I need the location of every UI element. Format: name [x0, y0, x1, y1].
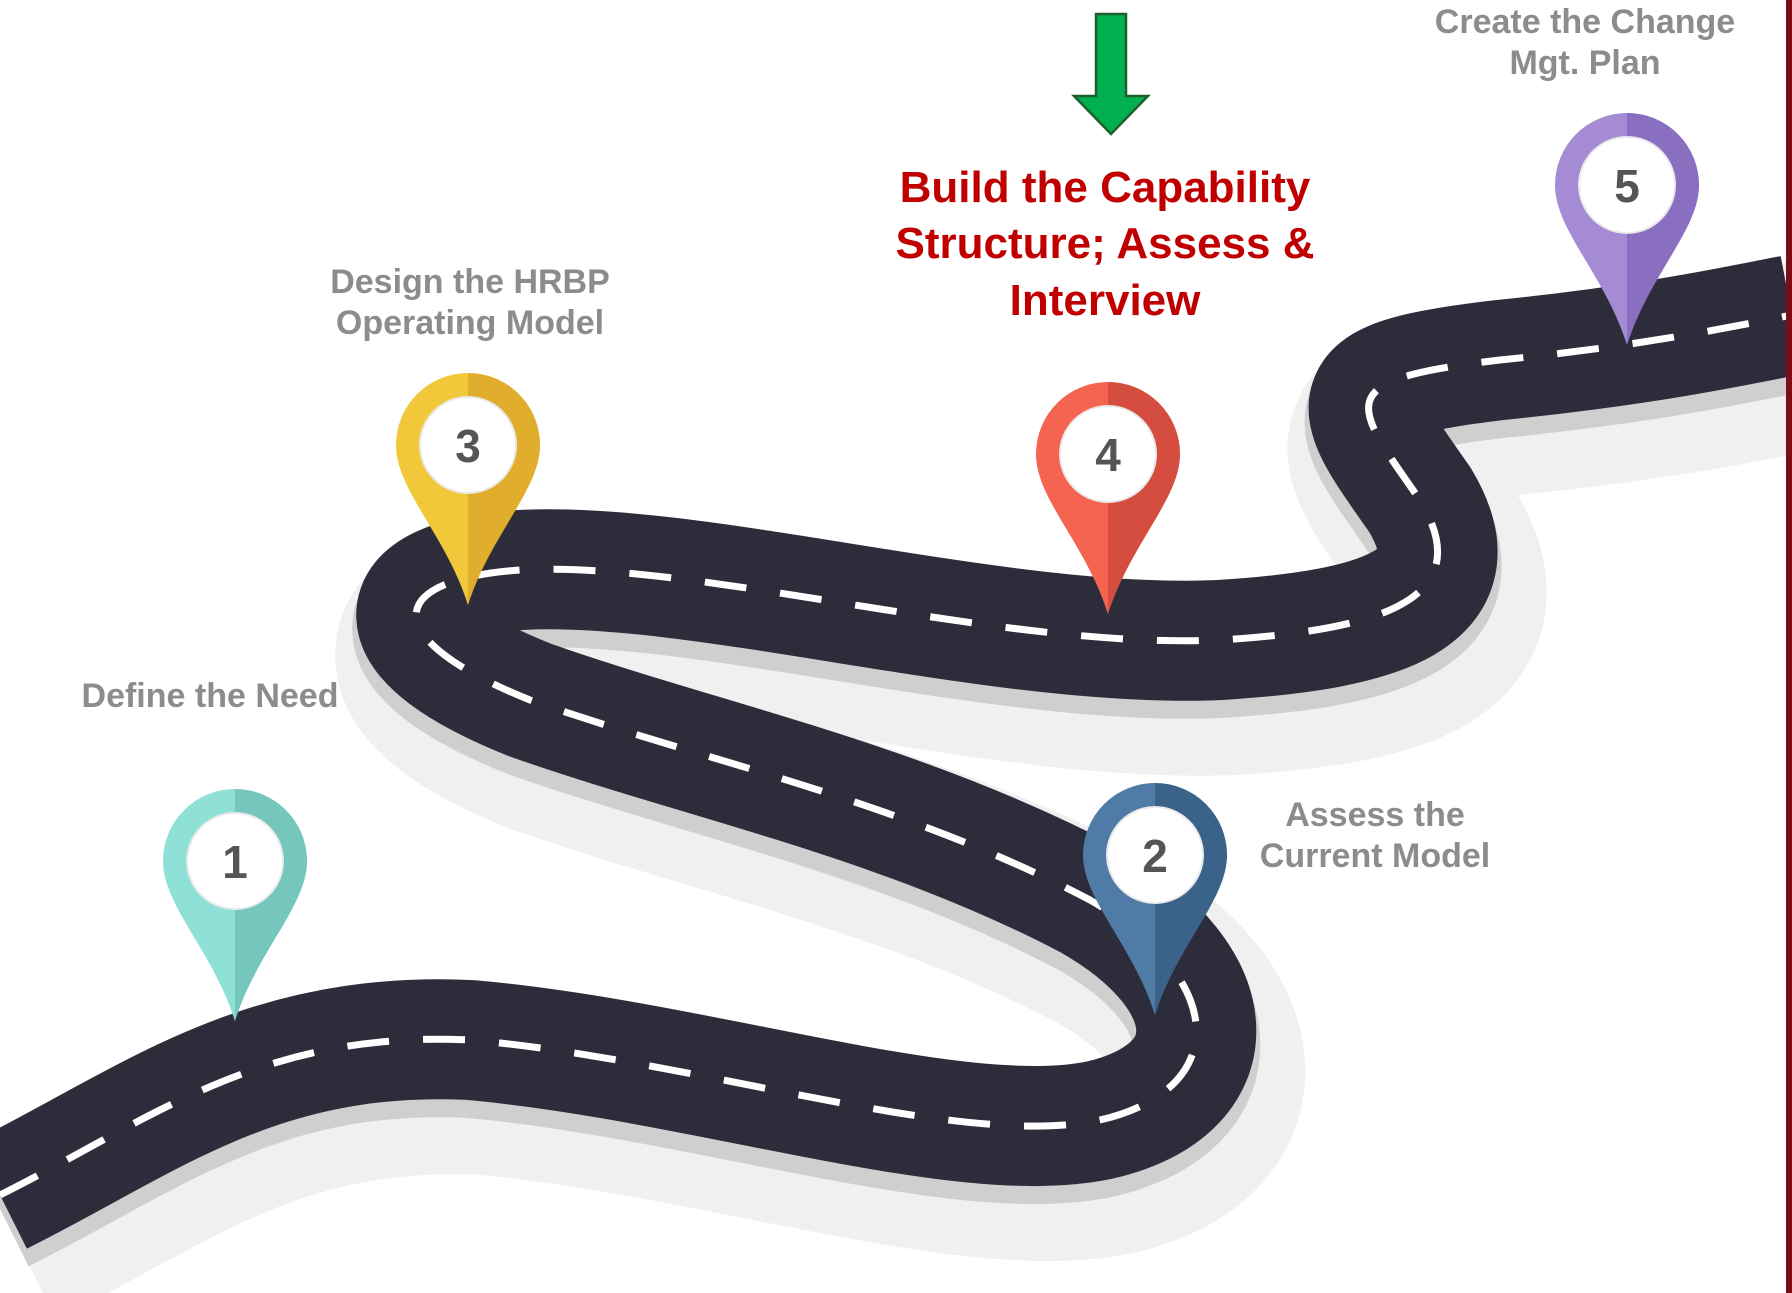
stage-label-change-plan: Create the Change Mgt. Plan [1395, 2, 1775, 85]
stage-label-line: Structure; Assess & [895, 219, 1315, 269]
map-pin-4: 4 [1036, 382, 1180, 614]
milestone-number-4: 4 [1095, 429, 1121, 481]
map-pin-2: 2 [1083, 783, 1227, 1015]
stage-label-line: Current Model [1259, 837, 1491, 876]
stage-label-design-operating-model: Design the HRBP Operating Model [280, 262, 660, 345]
stage-label-line: Design the HRBP [330, 263, 610, 301]
stage-label-line: Interview [1009, 275, 1201, 325]
stage-label-assess-current: Assess the Current Model [1215, 795, 1535, 878]
stage-label-build-capability: Build the Capability Structure; Assess &… [810, 160, 1400, 329]
milestone-number-1: 1 [222, 836, 248, 888]
stage-label-line: Mgt. Plan [1509, 44, 1661, 83]
milestone-number-3: 3 [455, 420, 481, 472]
lane-markings [0, 311, 1792, 1199]
stage-label-line: Build the Capability [899, 163, 1311, 212]
map-pin-5: 5 [1555, 113, 1699, 345]
stage-label-define-need: Define the Need [40, 676, 380, 717]
down-arrow-icon [1071, 12, 1151, 136]
map-pin-1: 1 [163, 789, 307, 1021]
milestone-number-5: 5 [1614, 160, 1640, 212]
stage-label-line: Define the Need [81, 677, 339, 715]
stage-label-line: Assess the [1285, 796, 1465, 834]
right-border [1786, 0, 1792, 1293]
stage-label-line: Create the Change [1434, 3, 1736, 41]
milestone-number-2: 2 [1142, 830, 1168, 882]
stage-label-line: Operating Model [335, 304, 605, 343]
map-pin-3: 3 [396, 373, 540, 605]
